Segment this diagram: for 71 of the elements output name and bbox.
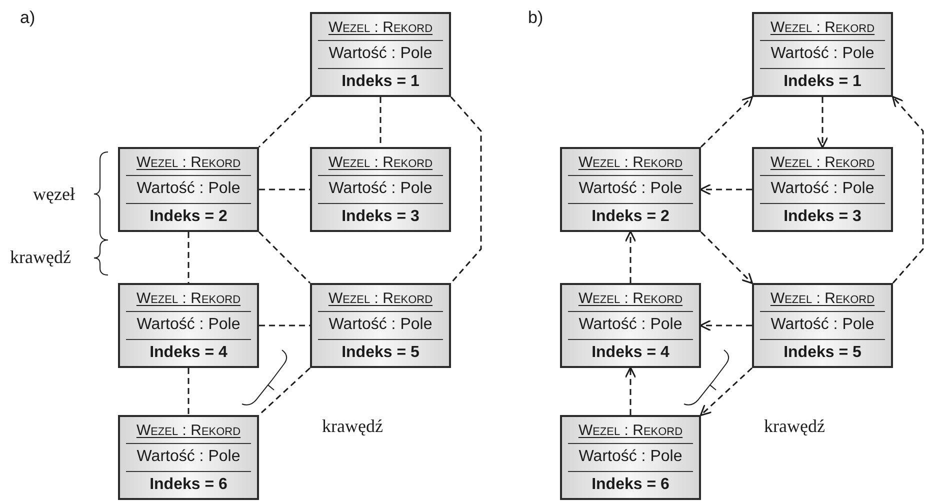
connector [700, 320, 752, 332]
connector [450, 96, 482, 284]
node-field: Wartość : Pole [126, 443, 251, 471]
node-title: Wezel : Rekord [577, 420, 684, 441]
connector [258, 96, 311, 148]
node-index: Indeks = 3 [318, 202, 443, 230]
node-index: Indeks = 5 [760, 338, 885, 366]
connector [259, 324, 310, 326]
node-title: Wezel : Rekord [135, 420, 242, 441]
connector [258, 367, 310, 416]
node-field: Wartość : Pole [568, 311, 693, 339]
node-field: Wartość : Pole [318, 175, 443, 203]
connector [624, 366, 636, 415]
node-title: Wezel : Rekord [769, 288, 876, 309]
node-title: Wezel : Rekord [327, 152, 434, 173]
node-index: Indeks = 6 [568, 470, 693, 498]
node-title: Wezel : Rekord [769, 18, 876, 38]
node-field: Wartość : Pole [568, 443, 693, 471]
record-box [560, 415, 701, 500]
record-box [118, 147, 259, 232]
connector [892, 96, 924, 284]
record-box [560, 283, 701, 368]
node-title: Wezel : Rekord [135, 152, 242, 173]
node-field: Wartość : Pole [760, 175, 885, 203]
node-index: Indeks = 6 [126, 470, 251, 498]
record-box [118, 415, 259, 500]
node-title: Wezel : Rekord [577, 152, 684, 173]
record-box [310, 283, 451, 368]
connector [700, 367, 752, 416]
node-index: Indeks = 4 [126, 338, 251, 366]
node-index: Indeks = 4 [568, 338, 693, 366]
node-field: Wartość : Pole [760, 40, 885, 68]
connector [700, 96, 754, 148]
node-title: Wezel : Rekord [327, 288, 434, 309]
record-box [118, 283, 259, 368]
panel-letter: a) [20, 8, 36, 28]
node-field: Wartość : Pole [126, 311, 251, 339]
record-box [560, 147, 701, 232]
node-title: Wezel : Rekord [135, 288, 242, 309]
node-index: Indeks = 2 [126, 202, 251, 230]
side-label: krawędź [764, 416, 825, 437]
node-index: Indeks = 3 [760, 202, 885, 230]
connector [624, 230, 636, 283]
node-field: Wartość : Pole [126, 175, 251, 203]
node-title: Wezel : Rekord [327, 18, 434, 38]
connector [259, 188, 310, 190]
connector [188, 232, 190, 283]
record-box [752, 283, 893, 368]
node-field: Wartość : Pole [760, 311, 885, 339]
record-box [310, 147, 451, 232]
node-field: Wartość : Pole [318, 40, 443, 68]
node-field: Wartość : Pole [318, 311, 443, 339]
connector [816, 97, 828, 148]
connector [700, 231, 754, 284]
panel-letter: b) [528, 8, 544, 28]
record-box [752, 147, 893, 232]
node-index: Indeks = 2 [568, 202, 693, 230]
node-field: Wartość : Pole [568, 175, 693, 203]
node-title: Wezel : Rekord [577, 288, 684, 309]
record-box [752, 12, 893, 97]
side-label: węzeł [33, 184, 75, 205]
side-label: krawędź [322, 416, 383, 437]
record-box [310, 12, 451, 97]
node-index: Indeks = 1 [318, 68, 443, 95]
node-index: Indeks = 5 [318, 338, 443, 366]
connector [258, 231, 311, 284]
node-index: Indeks = 1 [760, 68, 885, 95]
node-title: Wezel : Rekord [769, 152, 876, 173]
connector [700, 184, 752, 196]
connector [188, 368, 190, 415]
side-label: krawędź [10, 247, 71, 268]
